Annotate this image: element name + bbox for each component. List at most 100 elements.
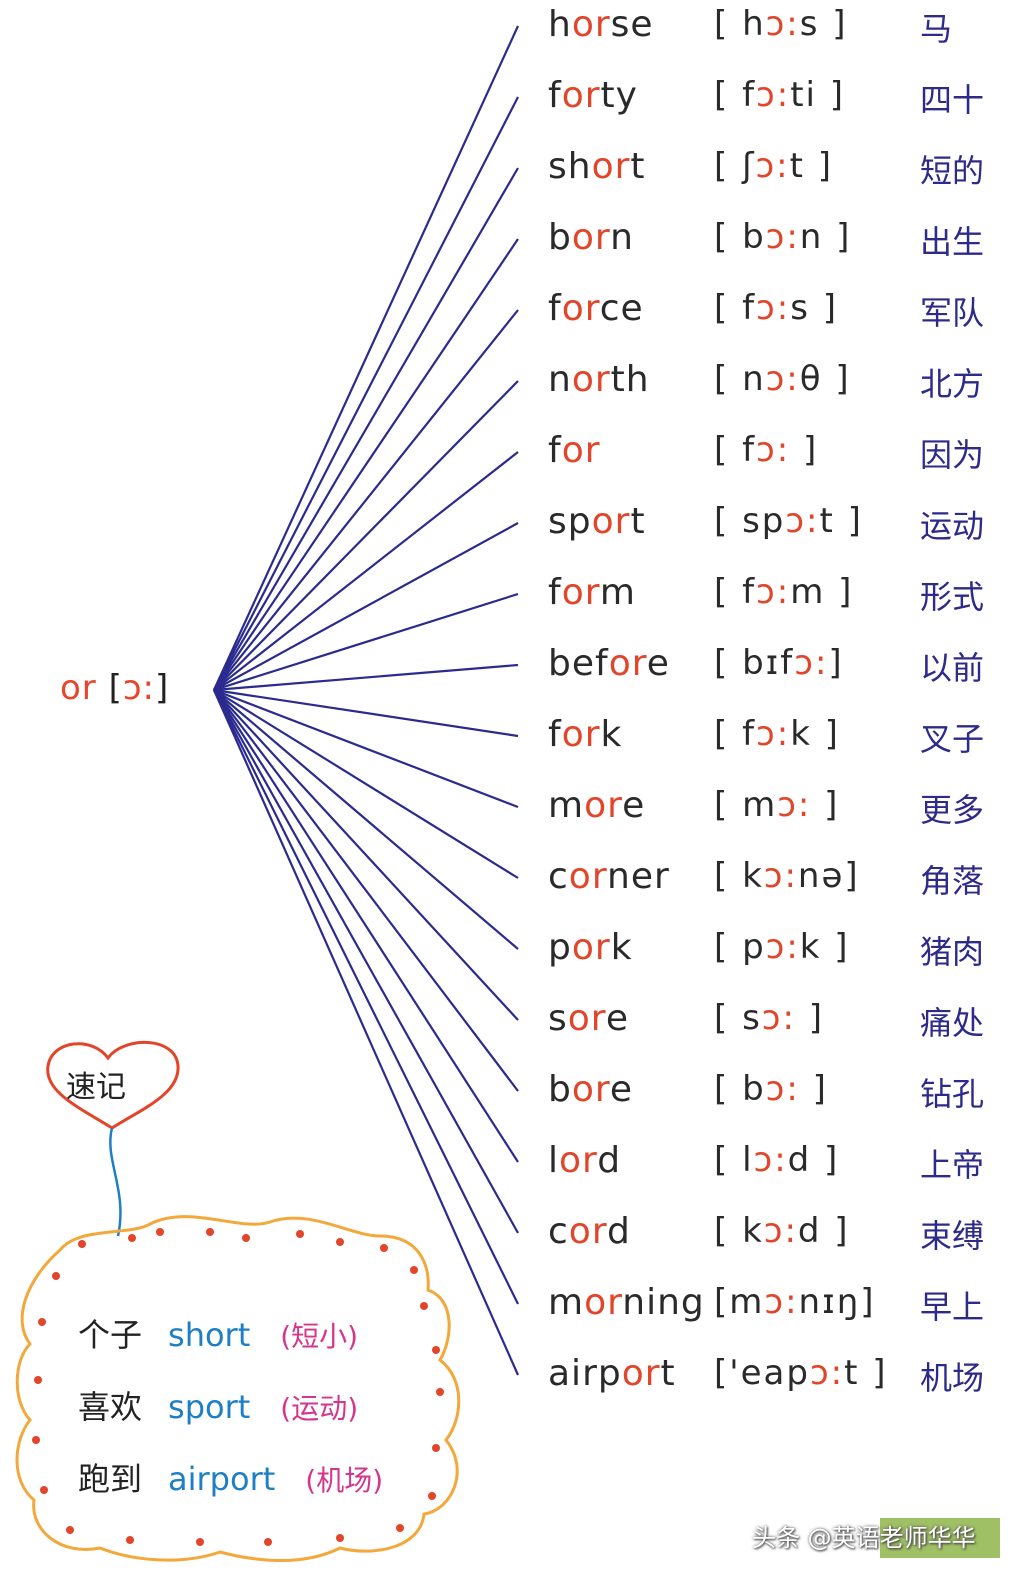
word-suffix: m bbox=[599, 572, 636, 613]
word-prefix: b bbox=[548, 1069, 572, 1110]
word-prefix: f bbox=[548, 288, 562, 329]
word-suffix: e bbox=[609, 1069, 634, 1110]
phonetic-highlight: ɔ: bbox=[765, 1069, 800, 1109]
word-row: fork[ fɔ:k ]叉子 bbox=[548, 714, 1008, 774]
word-prefix: f bbox=[548, 75, 562, 116]
phonetic-prefix: [ f bbox=[714, 714, 757, 754]
phonetic-highlight: ɔ: bbox=[756, 714, 791, 754]
phonetic-prefix: [ b bbox=[714, 217, 766, 257]
phonetic-prefix: [ bɪf bbox=[714, 643, 795, 683]
word-row: corner[ kɔ:nə]角落 bbox=[548, 856, 1008, 916]
chinese-meaning: 上帝 bbox=[920, 1146, 985, 1184]
memo-title: 速记 bbox=[66, 1070, 126, 1105]
phonetic: [ bɪfɔ:] bbox=[714, 643, 844, 683]
word: for bbox=[548, 430, 601, 471]
word: before bbox=[548, 643, 670, 684]
chinese-meaning: 钻孔 bbox=[920, 1075, 985, 1113]
phonetic-suffix: ti ] bbox=[790, 75, 846, 115]
phonetic: [ fɔ: ] bbox=[714, 430, 818, 470]
phonetic: [ lɔ:d ] bbox=[714, 1140, 839, 1180]
phonetic-highlight: ɔ: bbox=[756, 288, 791, 328]
word: pork bbox=[548, 927, 633, 968]
word-prefix: p bbox=[548, 927, 572, 968]
branch-line bbox=[213, 663, 519, 692]
word-row: born[ bɔ:n ]出生 bbox=[548, 217, 1008, 277]
chinese-meaning: 因为 bbox=[920, 436, 985, 474]
root-ipa-open: [ bbox=[108, 668, 123, 708]
branch-line bbox=[213, 96, 519, 691]
word-prefix: c bbox=[548, 856, 569, 897]
phonetic-prefix: [ l bbox=[714, 1140, 754, 1180]
word-suffix: ning bbox=[622, 1282, 705, 1323]
phonetic-suffix: n ] bbox=[799, 217, 852, 257]
phonetic-highlight: ɔ: bbox=[763, 856, 798, 896]
word-prefix: l bbox=[548, 1140, 560, 1181]
word-highlight: or bbox=[561, 288, 600, 329]
phonetic-prefix: [ h bbox=[714, 4, 766, 44]
word: fork bbox=[548, 714, 622, 755]
word-row: cord[ kɔ:d ]束缚 bbox=[548, 1211, 1008, 1271]
word-suffix: k bbox=[610, 927, 633, 968]
phonetic-suffix: ] bbox=[799, 1069, 828, 1109]
branch-line bbox=[213, 451, 519, 691]
word-prefix: s bbox=[548, 998, 568, 1039]
branch-line bbox=[213, 689, 519, 1021]
word-suffix: t bbox=[630, 146, 646, 187]
phonetic-highlight: ɔ: bbox=[794, 643, 829, 683]
chinese-meaning: 四十 bbox=[920, 81, 985, 119]
phonetic: [ spɔ:t ] bbox=[714, 501, 863, 541]
phonetic-suffix: k ] bbox=[799, 927, 850, 967]
word-highlight: or bbox=[561, 430, 601, 471]
word: airport bbox=[548, 1353, 676, 1394]
word-suffix: n bbox=[610, 217, 634, 258]
phonetic: [ mɔ: ] bbox=[714, 785, 839, 825]
word-suffix: ce bbox=[599, 288, 644, 329]
memo-chinese: 个子 bbox=[78, 1316, 143, 1354]
phonetic: [ kɔ:d ] bbox=[714, 1211, 850, 1251]
heart-stem bbox=[109, 1127, 122, 1237]
word-row: north[ nɔ:θ ]北方 bbox=[548, 359, 1008, 419]
chinese-meaning: 短的 bbox=[920, 152, 985, 190]
word-prefix: f bbox=[548, 572, 562, 613]
word-suffix: se bbox=[610, 4, 654, 45]
word-prefix: c bbox=[548, 1211, 569, 1252]
chinese-meaning: 角落 bbox=[920, 862, 985, 900]
word-prefix: m bbox=[548, 785, 585, 826]
word-highlight: or bbox=[568, 1211, 607, 1252]
word-row: sport[ spɔ:t ]运动 bbox=[548, 501, 1008, 561]
chinese-meaning: 束缚 bbox=[920, 1217, 985, 1255]
word-suffix: t bbox=[630, 501, 646, 542]
word-row: pork[ pɔ:k ]猪肉 bbox=[548, 927, 1008, 987]
chinese-meaning: 早上 bbox=[920, 1288, 985, 1326]
phonetic-suffix: t ] bbox=[844, 1353, 888, 1393]
memo-english: airport bbox=[168, 1460, 276, 1498]
watermark-background bbox=[880, 1518, 1000, 1558]
phonetic-suffix: k ] bbox=[790, 714, 840, 754]
chinese-meaning: 军队 bbox=[920, 294, 985, 332]
branch-line bbox=[213, 167, 519, 691]
phonetic-highlight: ɔ: bbox=[777, 785, 812, 825]
phonetic-prefix: [ sp bbox=[714, 501, 786, 541]
word-prefix: f bbox=[548, 714, 562, 755]
phonetic-suffix: s ] bbox=[790, 288, 838, 328]
word-suffix: e bbox=[605, 998, 629, 1039]
word-highlight: or bbox=[571, 217, 611, 258]
phonetic: [mɔ:nɪŋ] bbox=[714, 1282, 876, 1322]
word-highlight: or bbox=[608, 643, 647, 684]
phonetic-prefix: [ k bbox=[714, 856, 764, 896]
chinese-meaning: 出生 bbox=[920, 223, 985, 261]
chinese-meaning: 马 bbox=[920, 10, 953, 48]
phonetic-prefix: [ s bbox=[714, 998, 762, 1038]
word-suffix: t bbox=[660, 1353, 676, 1394]
phonetic: [ fɔ:s ] bbox=[714, 288, 838, 328]
phonetic-highlight: ɔ: bbox=[765, 217, 800, 257]
word: morning bbox=[548, 1282, 705, 1323]
phonetic: [ nɔ:θ ] bbox=[714, 359, 851, 399]
phonetic: [ bɔ: ] bbox=[714, 1069, 828, 1109]
phonetic-highlight: ɔ: bbox=[785, 501, 820, 541]
phonetic-prefix: [ f bbox=[714, 288, 757, 328]
phonetic: [ fɔ:ti ] bbox=[714, 75, 845, 115]
